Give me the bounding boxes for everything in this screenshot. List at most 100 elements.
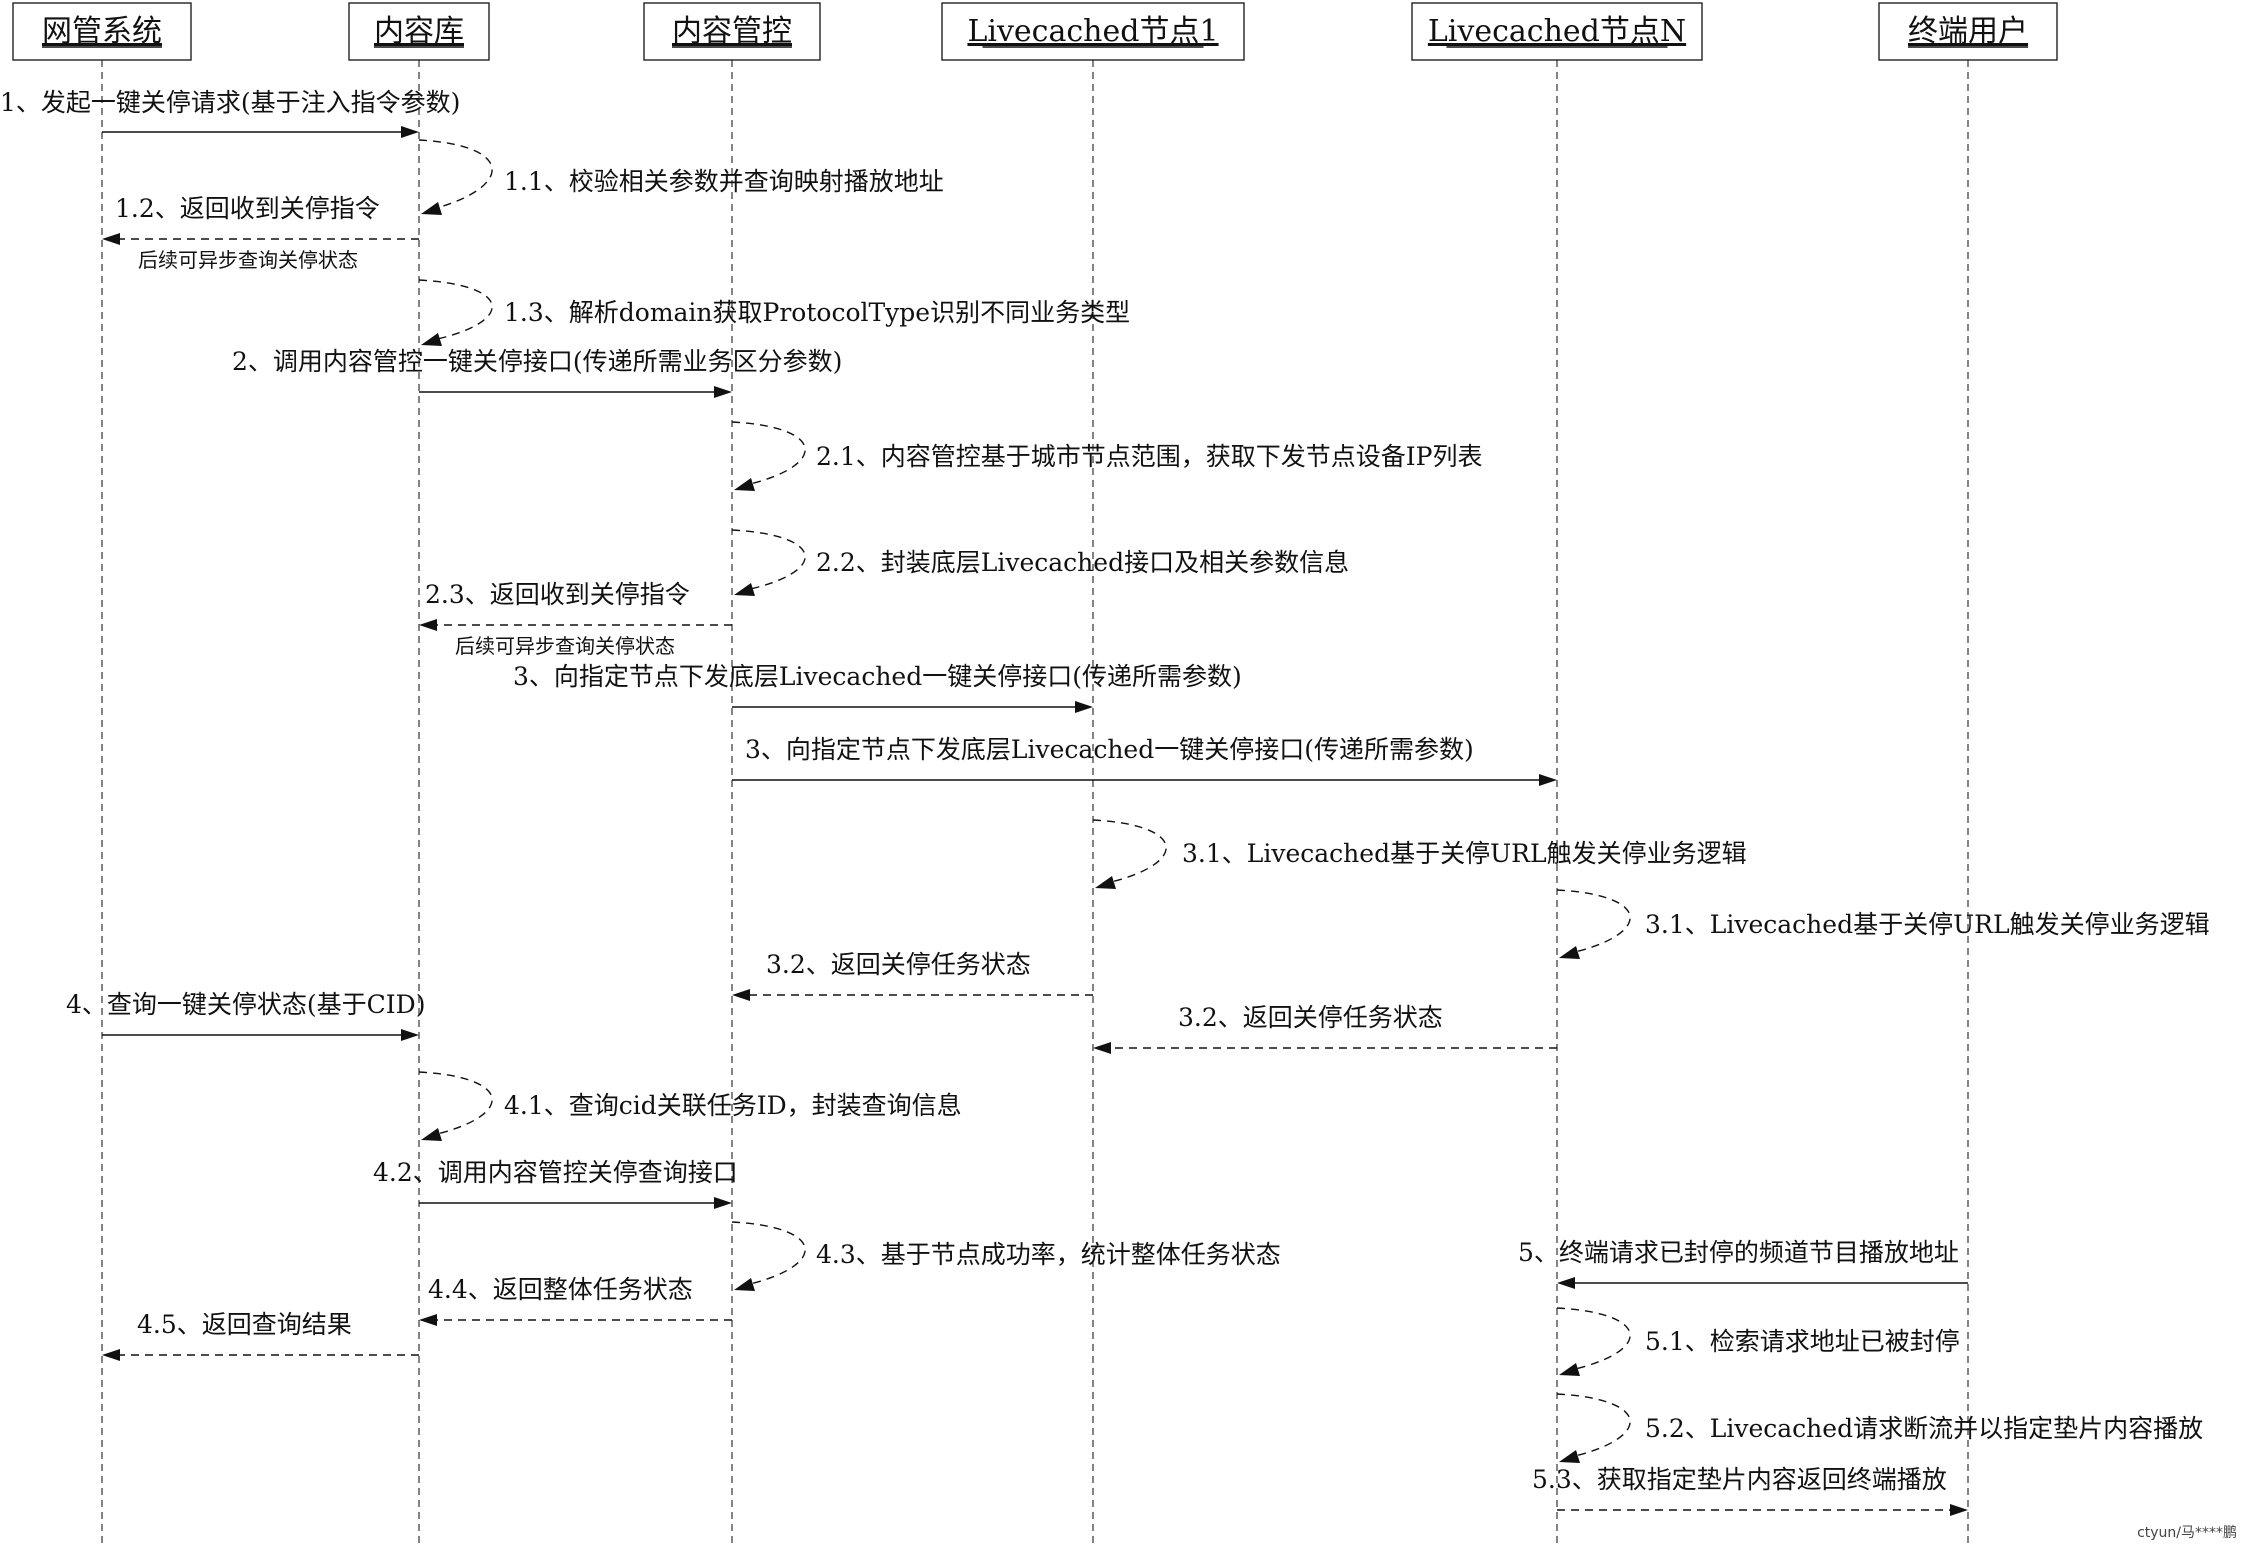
message-m3-2b: 3.2、返回关停任务状态 bbox=[1093, 1003, 1557, 1054]
message-m4-4: 4.4、返回整体任务状态 bbox=[419, 1275, 732, 1326]
message-label: 4.4、返回整体任务状态 bbox=[428, 1275, 693, 1304]
message-m2-3-note: 后续可异步查询关停状态 bbox=[455, 634, 675, 658]
message-label: 3、向指定节点下发底层Livecached一键关停接口(传递所需参数) bbox=[745, 735, 1474, 764]
arrow-head bbox=[102, 1349, 120, 1361]
lifelines-layer bbox=[101, 60, 1969, 1546]
message-m3-2a: 3.2、返回关停任务状态 bbox=[732, 950, 1093, 1001]
arrow-head bbox=[1557, 1277, 1575, 1289]
arrow-head bbox=[1093, 1042, 1111, 1054]
message-m4-2: 4.2、调用内容管控关停查询接口 bbox=[373, 1158, 738, 1209]
note-label: 后续可异步查询关停状态 bbox=[138, 248, 358, 272]
self-loop bbox=[418, 1071, 493, 1136]
message-m4-3: 4.3、基于节点成功率，统计整体任务状态 bbox=[731, 1221, 1281, 1291]
note-label: 后续可异步查询关停状态 bbox=[455, 634, 675, 658]
message-label: 3.2、返回关停任务状态 bbox=[1178, 1003, 1443, 1032]
message-label: 4.1、查询cid关联任务ID，封装查询信息 bbox=[504, 1091, 962, 1120]
participant-box bbox=[941, 2, 1245, 61]
self-loop bbox=[731, 421, 806, 486]
message-m5-2: 5.2、Livecached请求断流并以指定垫片内容播放 bbox=[1556, 1393, 2203, 1463]
message-label: 1.1、校验相关参数并查询映射播放地址 bbox=[504, 167, 944, 196]
message-m2-2: 2.2、封装底层Livecached接口及相关参数信息 bbox=[731, 529, 1349, 596]
message-m3a: 3、向指定节点下发底层Livecached一键关停接口(传递所需参数) bbox=[513, 662, 1242, 713]
message-m3-1b: 3.1、Livecached基于关停URL触发关停业务逻辑 bbox=[1556, 889, 2210, 959]
self-loop bbox=[1556, 1393, 1631, 1458]
message-m1: 1、发起一键关停请求(基于注入指令参数) bbox=[0, 88, 460, 138]
arrow-head bbox=[419, 1314, 437, 1326]
message-label: 4、查询一键关停状态(基于CID) bbox=[66, 990, 425, 1019]
message-label: 3、向指定节点下发底层Livecached一键关停接口(传递所需参数) bbox=[513, 662, 1242, 691]
participant-box bbox=[12, 2, 192, 61]
self-loop bbox=[1556, 889, 1631, 954]
self-loop bbox=[418, 139, 493, 210]
arrow-head bbox=[401, 126, 419, 138]
message-label: 2、调用内容管控一键关停接口(传递所需业务区分参数) bbox=[232, 347, 842, 376]
message-label: 3.1、Livecached基于关停URL触发关停业务逻辑 bbox=[1645, 910, 2210, 939]
participant-box bbox=[348, 2, 490, 61]
message-m4: 4、查询一键关停状态(基于CID) bbox=[66, 990, 425, 1041]
message-label: 1.2、返回收到关停指令 bbox=[115, 194, 380, 223]
arrow-head bbox=[1559, 946, 1580, 959]
message-m5: 5、终端请求已封停的频道节目播放地址 bbox=[1518, 1238, 1968, 1289]
message-label: 4.3、基于节点成功率，统计整体任务状态 bbox=[816, 1240, 1281, 1269]
arrow-head bbox=[421, 1128, 442, 1141]
participant-label: Livecached节点N bbox=[1428, 14, 1686, 49]
message-label: 3.2、返回关停任务状态 bbox=[766, 950, 1031, 979]
arrow-head bbox=[421, 202, 442, 215]
participant-0: 网管系统 bbox=[12, 2, 192, 61]
participant-box bbox=[643, 2, 821, 61]
self-loop bbox=[418, 279, 493, 341]
participant-box bbox=[1878, 2, 2058, 61]
message-label: 2.2、封装底层Livecached接口及相关参数信息 bbox=[816, 548, 1349, 577]
participant-label: Livecached节点1 bbox=[967, 14, 1218, 49]
message-label: 4.2、调用内容管控关停查询接口 bbox=[373, 1158, 738, 1187]
self-loop bbox=[1092, 819, 1167, 884]
participant-label: 终端用户 bbox=[1908, 14, 2028, 49]
message-label: 1.3、解析domain获取ProtocolType识别不同业务类型 bbox=[504, 298, 1130, 327]
message-m2: 2、调用内容管控一键关停接口(传递所需业务区分参数) bbox=[232, 347, 842, 398]
participant-box bbox=[1411, 2, 1703, 61]
participant-5: 终端用户 bbox=[1878, 2, 2058, 61]
message-m5-3: 5.3、获取指定垫片内容返回终端播放 bbox=[1532, 1465, 1968, 1516]
message-m1-3: 1.3、解析domain获取ProtocolType识别不同业务类型 bbox=[418, 279, 1130, 346]
message-m1-2: 1.2、返回收到关停指令 bbox=[102, 194, 419, 245]
participants-layer: 网管系统 内容库 内容管控 Livecached节点1 Livecached节点N 终端用… bbox=[12, 2, 2058, 61]
message-m2-3: 2.3、返回收到关停指令 bbox=[419, 580, 732, 631]
arrow-head bbox=[102, 233, 120, 245]
arrow-head bbox=[1559, 1450, 1580, 1463]
message-m1-2-note: 后续可异步查询关停状态 bbox=[138, 248, 358, 272]
messages-layer: 1、发起一键关停请求(基于注入指令参数) 1.1、校验相关参数并查询映射播放地址 1… bbox=[0, 88, 2210, 1516]
participant-label: 网管系统 bbox=[42, 14, 162, 49]
arrow-head bbox=[734, 1278, 755, 1291]
participant-label: 内容管控 bbox=[672, 14, 792, 49]
message-m1-1: 1.1、校验相关参数并查询映射播放地址 bbox=[418, 139, 944, 215]
message-m3-1a: 3.1、Livecached基于关停URL触发关停业务逻辑 bbox=[1092, 819, 1747, 889]
message-m5-1: 5.1、检索请求地址已被封停 bbox=[1556, 1307, 1960, 1376]
arrow-head bbox=[732, 989, 750, 1001]
message-label: 1、发起一键关停请求(基于注入指令参数) bbox=[0, 88, 460, 117]
participant-4: Livecached节点N bbox=[1411, 2, 1703, 61]
message-m2-1: 2.1、内容管控基于城市节点范围，获取下发节点设备IP列表 bbox=[731, 421, 1482, 491]
message-label: 2.1、内容管控基于城市节点范围，获取下发节点设备IP列表 bbox=[816, 442, 1482, 471]
arrow-head bbox=[734, 583, 755, 596]
message-label: 5.3、获取指定垫片内容返回终端播放 bbox=[1532, 1465, 1947, 1494]
arrow-head bbox=[1950, 1504, 1968, 1516]
arrow-head bbox=[1559, 1363, 1580, 1376]
message-label: 4.5、返回查询结果 bbox=[137, 1310, 352, 1339]
self-loop bbox=[1556, 1307, 1631, 1371]
message-label: 2.3、返回收到关停指令 bbox=[425, 580, 690, 609]
watermark: ctyun/马****鹏 bbox=[2137, 1525, 2237, 1541]
participant-3: Livecached节点1 bbox=[941, 2, 1245, 61]
participant-label: 内容库 bbox=[374, 14, 464, 49]
arrow-head bbox=[421, 333, 442, 346]
participant-2: 内容管控 bbox=[643, 2, 821, 61]
message-label: 5、终端请求已封停的频道节目播放地址 bbox=[1518, 1238, 1959, 1267]
message-label: 5.2、Livecached请求断流并以指定垫片内容播放 bbox=[1645, 1414, 2203, 1443]
message-label: 5.1、检索请求地址已被封停 bbox=[1645, 1327, 1960, 1356]
arrow-head bbox=[1075, 701, 1093, 713]
arrow-head bbox=[401, 1029, 419, 1041]
self-loop bbox=[731, 529, 806, 591]
arrow-head bbox=[734, 478, 755, 491]
self-loop bbox=[731, 1221, 806, 1286]
